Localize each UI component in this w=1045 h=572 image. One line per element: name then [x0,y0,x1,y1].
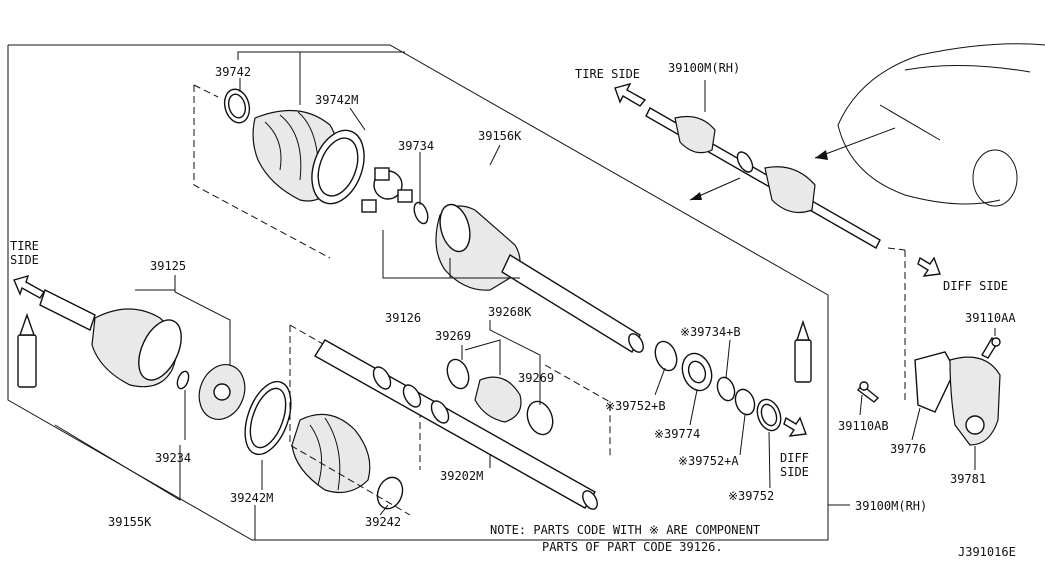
car-body [837,43,1045,207]
label-39242M: 39242M [230,491,273,505]
boot-band-39742[interactable] [221,86,253,125]
damper-39268K[interactable] [443,356,557,438]
label-39155K: 39155K [108,515,152,529]
bearing-39774[interactable] [677,349,716,394]
label-39269-b: 39269 [518,371,554,385]
arrow-diff-side-right [783,416,807,437]
grease-tube-left [17,312,37,388]
label-39742: 39742 [215,65,251,79]
label-diff-side-top: DIFF SIDE [943,279,1008,293]
shaft-assembly-top[interactable] [645,107,881,249]
diagram-code: J391016E [958,545,1016,559]
spider-39734[interactable] [361,167,430,225]
circlip-39234[interactable] [175,370,191,390]
label-39752: ※39752 [728,489,774,503]
seal-39752B[interactable] [651,338,680,373]
cage-bearing[interactable] [192,358,252,426]
boot-band-39242[interactable] [373,474,406,512]
boot-band-39242M[interactable] [236,375,300,460]
label-tire-left-2: SIDE [10,253,39,267]
label-tire-left-1: TIRE [10,239,39,253]
label-39752A: ※39752+A [678,454,739,468]
label-39110AA: 39110AA [965,311,1016,325]
label-39776: 39776 [890,442,926,456]
arrow-diff-side-top [917,256,941,277]
arrow-tire-side-left [13,274,46,299]
boot-39742M[interactable] [252,109,373,210]
bracket-39776[interactable] [914,351,956,413]
bolt-39110AB[interactable] [857,381,880,403]
label-39126: 39126 [385,311,421,325]
arrow-tire-side-top [614,82,647,107]
label-diff-2: SIDE [780,465,809,479]
label-39242: 39242 [365,515,401,529]
label-39742M: 39742M [315,93,358,107]
assembly-frame [7,44,829,541]
label-39734: 39734 [398,139,434,153]
shaft-39202M[interactable] [314,339,600,512]
snap-ring-39734B[interactable] [714,375,737,403]
label-39156K: 39156K [478,129,522,143]
label-39734B: ※39734+B [680,325,741,339]
label-39234: 39234 [155,451,191,465]
grease-tube-right [794,319,812,383]
label-39268K: 39268K [488,305,532,319]
outer-joint-39125[interactable] [39,289,190,388]
arrow-down-left [689,177,741,201]
inner-housing-39126[interactable] [435,201,646,354]
boot-outer[interactable] [291,413,371,493]
leader-diff-dash [887,247,906,251]
label-39269-a: 39269 [435,329,471,343]
note-line-2: PARTS OF PART CODE 39126. [542,540,723,554]
note-line-1: NOTE: PARTS CODE WITH ※ ARE COMPONENT [490,523,760,537]
inner-joint-dashed-box [193,84,331,259]
label-tire-side-top: TIRE SIDE [575,67,640,81]
label-39781: 39781 [950,472,986,486]
knuckle-39781[interactable] [949,356,1001,446]
label-39202M: 39202M [440,469,483,483]
label-39110AB: 39110AB [838,419,889,433]
label-39100M-bottom: 39100M(RH) [855,499,927,513]
label-39752B: ※39752+B [605,399,666,413]
label-diff-1: DIFF [780,451,809,465]
label-39100M-top: 39100M(RH) [668,61,740,75]
label-39125: 39125 [150,259,186,273]
arrow-to-car [814,127,896,160]
snap-ring-39752A[interactable] [732,387,758,418]
leader-lines [54,51,996,540]
label-39774: ※39774 [654,427,700,441]
bolt-39110AA[interactable] [981,337,1001,359]
seal-39752[interactable] [753,396,785,434]
